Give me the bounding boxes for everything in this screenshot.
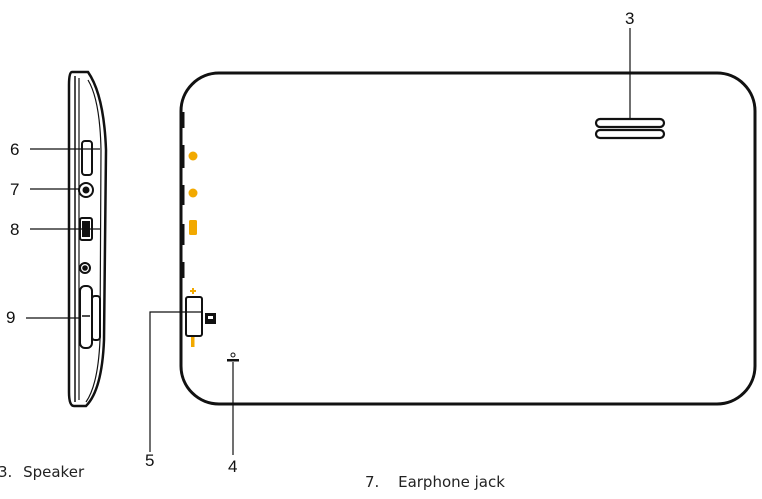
power-button: [81, 140, 93, 176]
indicator-bar: [189, 220, 197, 235]
port-indicators: [188, 151, 198, 347]
side-leader-lines: [26, 148, 100, 319]
volume-rocker-back: [185, 296, 203, 337]
tablet-back-body: [179, 71, 757, 406]
callout-8: 8: [10, 220, 20, 239]
callout-7: 7: [10, 180, 20, 199]
caption-earphone-text: Earphone jack: [398, 473, 505, 491]
side-buttons: [78, 140, 101, 349]
callout-5: 5: [145, 451, 155, 470]
caption-earphone-number: 7.: [365, 473, 380, 491]
volume-rocker-side: [79, 285, 93, 349]
callout-4: 4: [228, 457, 238, 476]
caption-speaker: 3. Speaker: [0, 463, 84, 481]
indicator-plus: [190, 288, 196, 294]
caption-earphone: 7. Earphone jack: [365, 473, 505, 491]
callout-6: 6: [10, 140, 20, 159]
back-leader-lines: [149, 28, 631, 455]
callout-9: 9: [6, 308, 16, 327]
caption-speaker-number: 3.: [0, 463, 13, 481]
speaker-grille: [594, 117, 666, 140]
callout-3: 3: [625, 9, 635, 28]
caption-speaker-text: Speaker: [23, 463, 85, 481]
reset-hole: [227, 352, 239, 362]
indicator-dot-2: [188, 188, 198, 198]
indicator-dot-1: [188, 151, 198, 161]
indicator-minus: [191, 336, 195, 347]
tablet-side-view: [67, 70, 108, 408]
slot-icon: [205, 313, 216, 324]
